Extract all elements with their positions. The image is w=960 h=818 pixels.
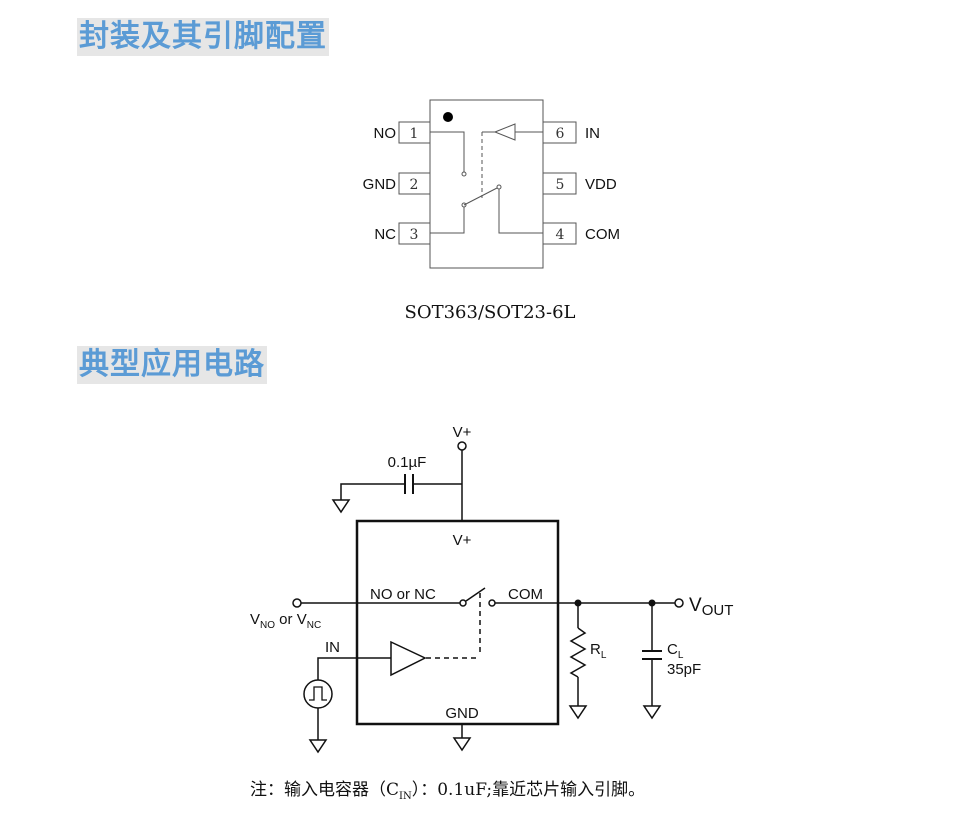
package-caption: SOT363/SOT23-6L xyxy=(405,302,576,323)
ic-body xyxy=(355,519,560,726)
in-label: IN xyxy=(325,639,340,656)
supply-terminal xyxy=(457,441,467,451)
pin-box-2 xyxy=(398,172,431,195)
buffer-triangle xyxy=(493,123,516,141)
supply-label: V+ xyxy=(453,424,472,441)
pin-number-6: 6 xyxy=(556,126,565,142)
note-text: 注：输入电容器（CIN）：0.1uF;靠近芯片输入引脚。 xyxy=(250,780,645,802)
rl-label: RL xyxy=(590,641,607,661)
pin-number-3: 3 xyxy=(410,227,419,243)
pin-label-in: IN xyxy=(585,125,600,142)
pin-label-no: NO xyxy=(374,125,397,142)
vout-terminal xyxy=(674,598,684,608)
application-schematic xyxy=(292,441,684,754)
pin-label-com: COM xyxy=(585,226,620,243)
pin-label-vdd: VDD xyxy=(585,176,617,193)
pulse-source-icon xyxy=(303,679,333,709)
load-resistor-rl xyxy=(569,627,587,678)
cl-value: 35pF xyxy=(667,661,701,678)
input-terminal xyxy=(292,598,302,608)
bypass-cap-ground-icon xyxy=(331,499,351,514)
package-diagram xyxy=(398,99,577,269)
application-circuit-section-title: 典型应用电路 xyxy=(77,346,267,384)
pin-box-5 xyxy=(542,172,577,195)
bypass-cap-value: 0.1µF xyxy=(388,454,427,471)
pin-number-1: 1 xyxy=(410,126,419,142)
pin-label-nc: NC xyxy=(374,226,396,243)
source-ground-icon xyxy=(308,739,328,754)
gnd-label: GND xyxy=(445,705,479,722)
cl-label: CL xyxy=(667,641,684,661)
switch-label: NO or NC xyxy=(370,586,436,603)
pin-number-4: 4 xyxy=(556,227,565,243)
pin1-marker-dot xyxy=(443,112,453,122)
pin-number-5: 5 xyxy=(556,177,565,193)
pin-label-gnd: GND xyxy=(363,176,397,193)
rl-ground-icon xyxy=(568,705,588,720)
input-terminal-label: VNO or VNC xyxy=(250,611,321,631)
com-label: COM xyxy=(508,586,543,603)
pin-number-2: 2 xyxy=(410,177,419,193)
internal-switch xyxy=(430,123,543,234)
ic-ground-icon xyxy=(452,737,472,752)
package-body xyxy=(429,99,544,269)
vout-label: VOUT xyxy=(689,595,733,619)
input-buffer-triangle xyxy=(390,640,427,677)
supply-pin-label: V+ xyxy=(453,532,472,549)
pinout-section-title: 封装及其引脚配置 xyxy=(77,18,329,56)
cl-ground-icon xyxy=(642,705,662,720)
